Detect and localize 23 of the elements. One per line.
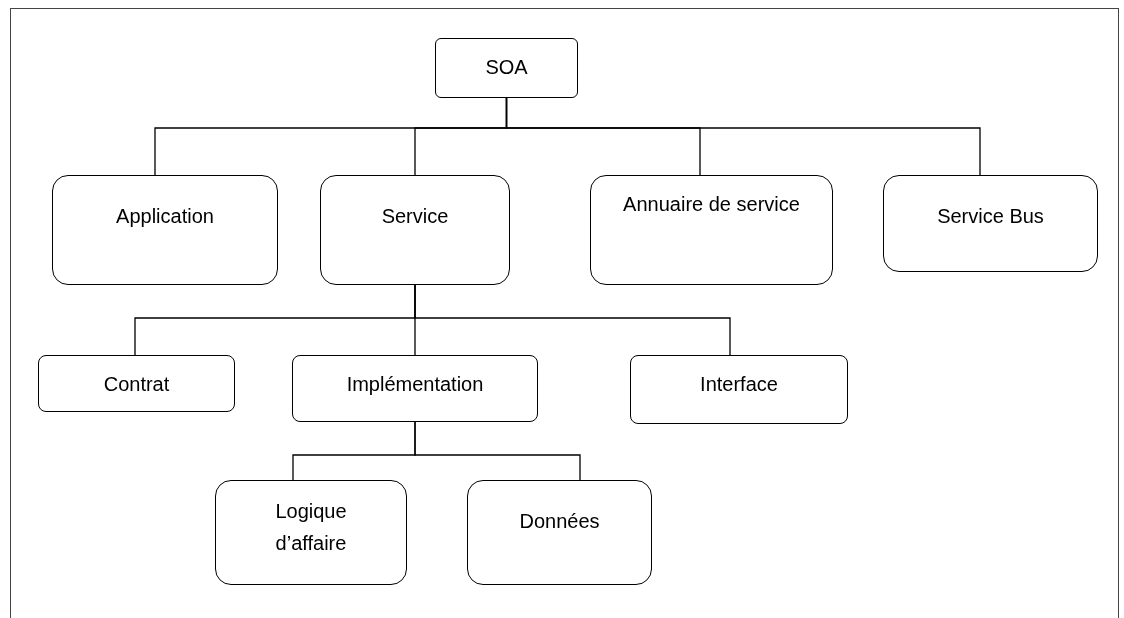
connector-line: [505, 97, 981, 176]
node-box: [590, 175, 833, 285]
node-label: Contrat: [102, 372, 171, 397]
connector-line: [414, 284, 731, 356]
node-box: [630, 355, 848, 424]
node-box: [320, 175, 510, 285]
node-label: Service: [380, 204, 450, 229]
node-box: [883, 175, 1098, 272]
node-box: [52, 175, 278, 285]
node-label: Données: [518, 509, 601, 534]
node-label: SOA: [484, 55, 529, 80]
node-box: [467, 480, 652, 585]
node-label: Service Bus: [936, 204, 1045, 229]
node-label: Application: [115, 204, 215, 229]
node-label: Implémentation: [345, 372, 485, 397]
node-label: Annuaire de service: [622, 192, 801, 217]
node-box: [215, 480, 407, 585]
node-box: [38, 355, 235, 412]
node-box: [292, 355, 538, 422]
node-box: [435, 38, 578, 98]
node-label: Interface: [699, 372, 779, 397]
connector-line: [414, 421, 581, 481]
node-label: Logique d’affaire: [274, 499, 348, 556]
